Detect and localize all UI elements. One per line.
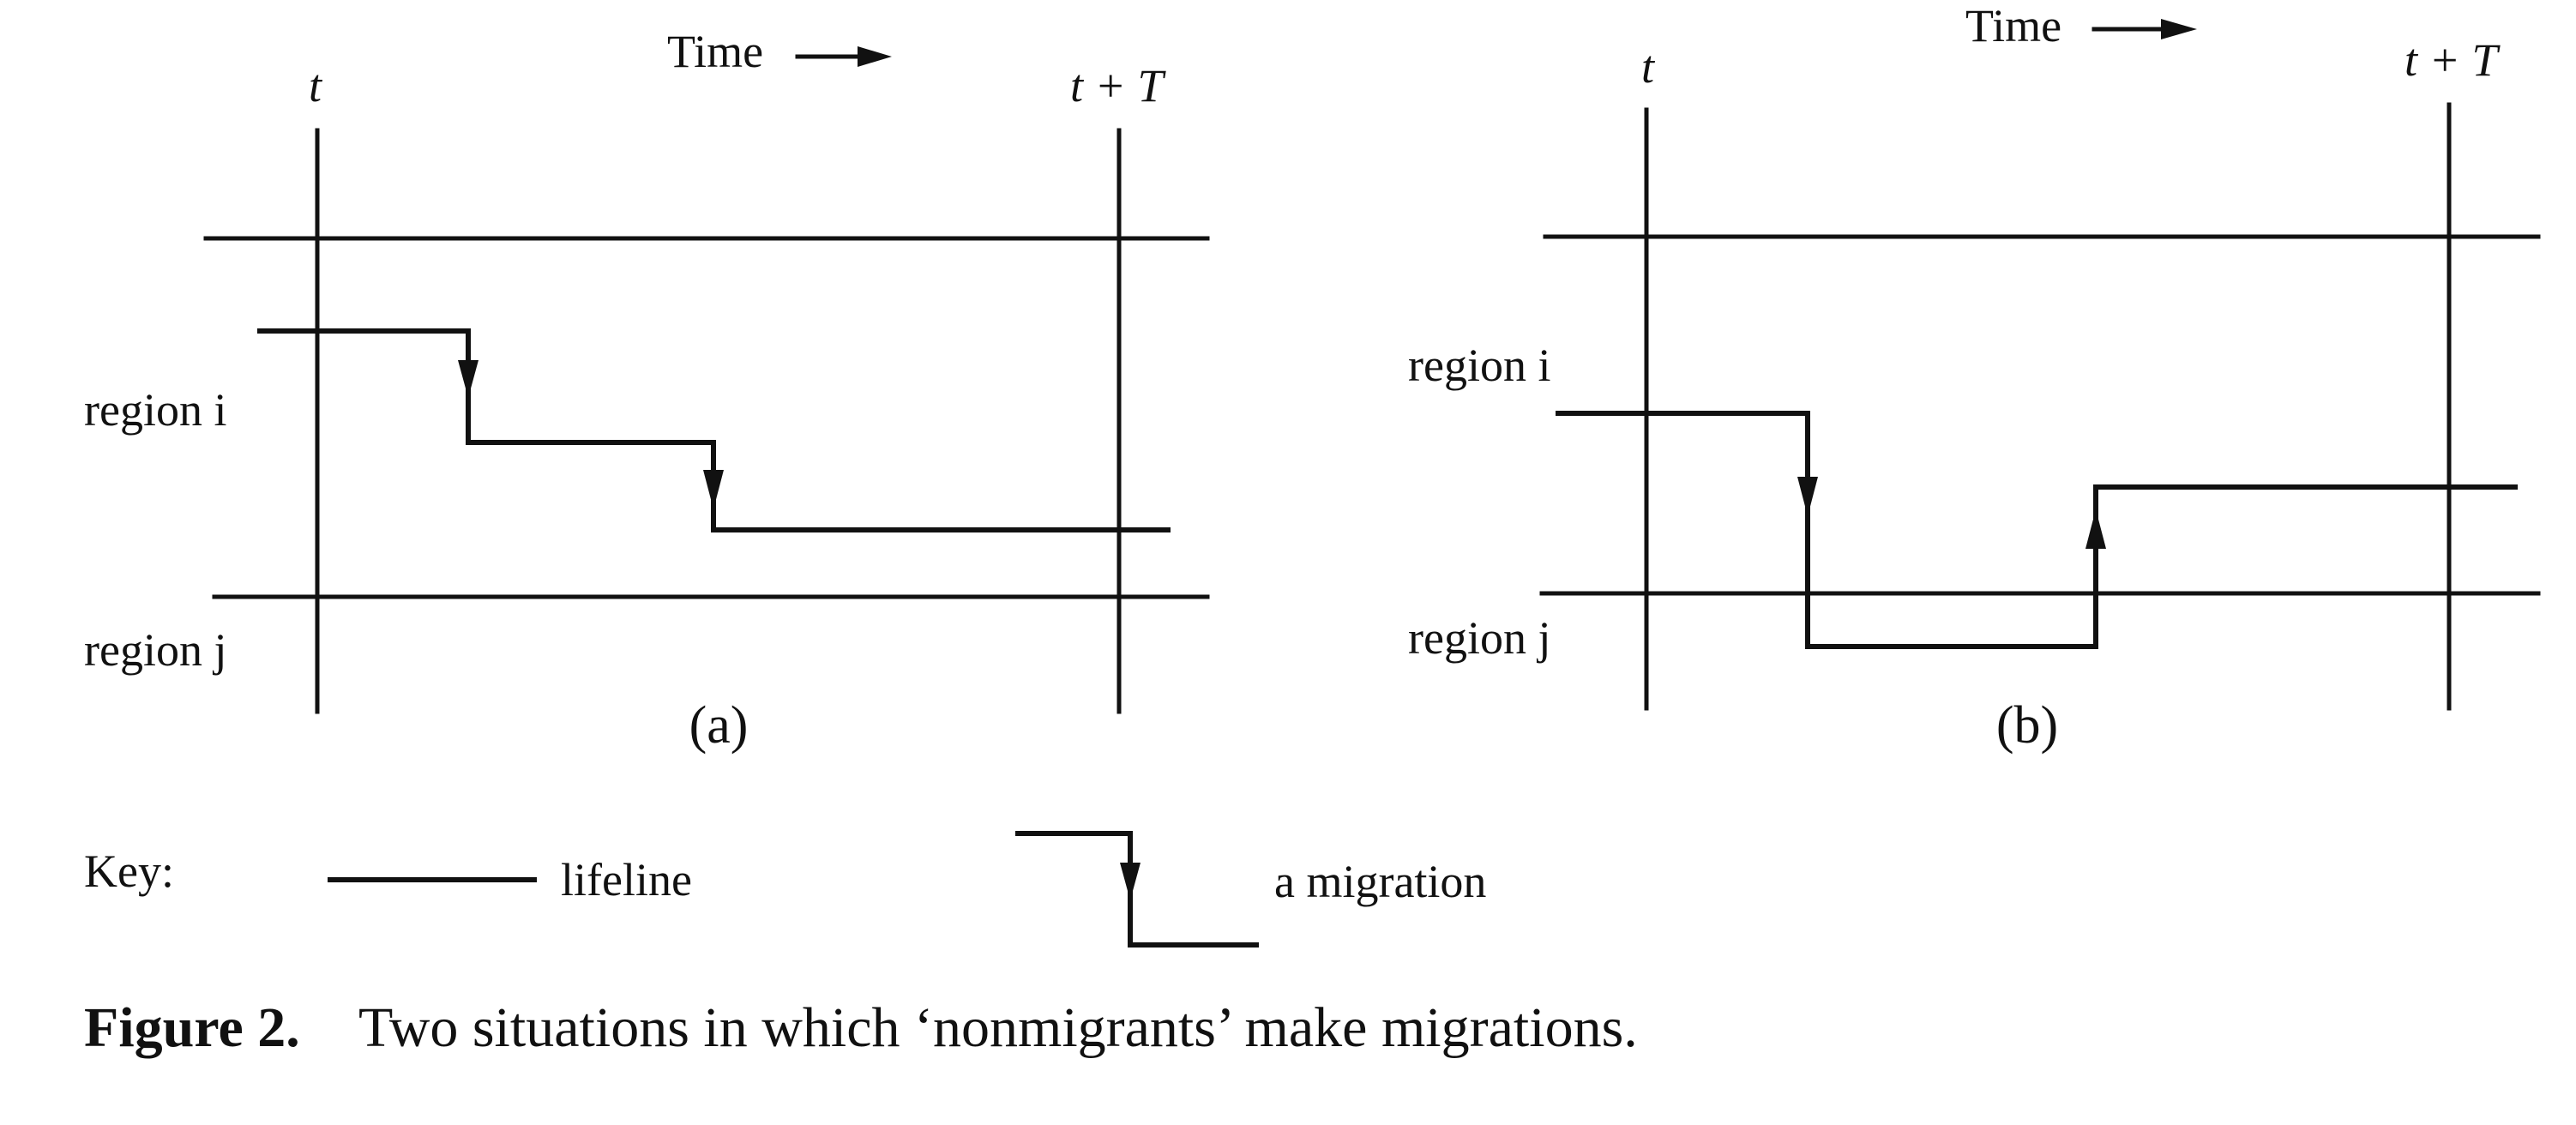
panel-label-a: (a) — [689, 696, 749, 755]
key-migration-sample — [1015, 831, 1259, 948]
region-i-label-a: region i — [84, 384, 226, 436]
t-label-a: t — [309, 60, 323, 111]
time-arrow-icon — [2091, 19, 2197, 39]
key-lifeline-label: lifeline — [561, 854, 692, 905]
t-plus-T-label-a: t + T — [1070, 60, 1166, 111]
migration-arrow-b2-up — [2085, 509, 2106, 549]
caption: Figure 2. Two situations in which ‘nonmi… — [84, 996, 1638, 1059]
key-title: Key: — [84, 845, 174, 897]
caption-number: Figure 2. — [84, 996, 300, 1059]
t-label-b: t — [1641, 41, 1656, 93]
lifeline-a — [257, 328, 1171, 532]
region-j-label-a: region j — [84, 624, 226, 676]
caption-text: Two situations in which ‘nonmigrants’ ma… — [358, 996, 1638, 1059]
panel-b: Time t t + T region i region j (b) — [1408, 0, 2541, 755]
region-j-label-b: region j — [1408, 612, 1550, 664]
region-i-label-b: region i — [1408, 340, 1550, 391]
panel-label-b: (b) — [1996, 696, 2058, 755]
time-label-b: Time — [1965, 0, 2061, 51]
panel-a: Time t t + T region i region j (a) — [84, 26, 1210, 755]
key: Key: lifeline a migration — [84, 831, 1486, 948]
key-migration-label: a migration — [1274, 856, 1486, 907]
migration-arrow-a2 — [703, 470, 724, 509]
key-migration-arrow-icon — [1120, 863, 1141, 900]
time-label-a: Time — [667, 26, 763, 77]
lifeline-b — [1556, 411, 2518, 649]
time-arrow-icon — [795, 46, 892, 67]
migration-arrow-b1-down — [1797, 477, 1818, 516]
t-plus-T-label-b: t + T — [2404, 34, 2501, 86]
migration-arrow-a1 — [458, 360, 478, 398]
